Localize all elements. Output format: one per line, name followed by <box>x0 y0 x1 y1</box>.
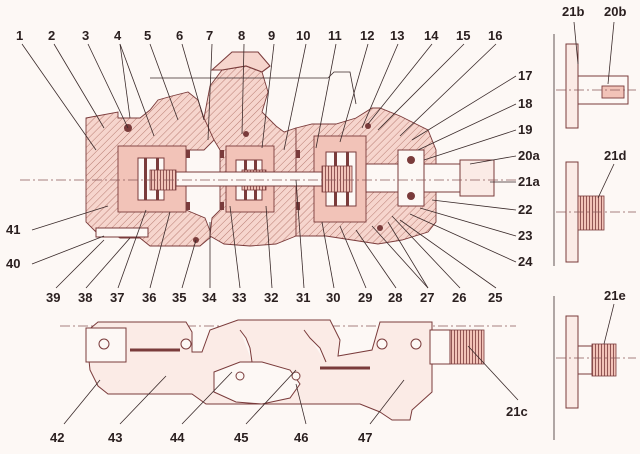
bottom-labels: 39 38 37 36 35 34 33 32 31 30 29 28 27 2… <box>46 290 466 305</box>
lower-port-flange <box>213 361 301 405</box>
label-10: 10 <box>296 28 310 43</box>
label-22: 22 <box>518 202 532 217</box>
label-45: 45 <box>234 430 248 445</box>
label-33: 33 <box>232 290 246 305</box>
label-6: 6 <box>176 28 183 43</box>
label-25: 25 <box>488 290 502 305</box>
shaft-variant-e-flange <box>565 315 579 409</box>
main-section-view <box>20 51 516 247</box>
top-outline <box>150 71 357 105</box>
key <box>459 159 495 197</box>
shaft-variant-e <box>591 343 617 377</box>
lower-spline-shaft <box>449 329 485 365</box>
label-42: 42 <box>50 430 64 445</box>
label-26: 26 <box>452 290 466 305</box>
label-21d: 21d <box>604 148 626 163</box>
label-7: 7 <box>206 28 213 43</box>
shaft-labels: 21b 20b 21d 21e <box>562 4 626 303</box>
left-labels: 41 40 <box>6 222 20 271</box>
top-labels: 1 2 3 4 5 6 7 8 9 10 11 12 13 14 15 16 <box>16 28 502 43</box>
label-47: 47 <box>358 430 372 445</box>
label-44: 44 <box>170 430 185 445</box>
leader-lines <box>21 21 615 425</box>
port-flange <box>210 51 271 73</box>
tie-bolt <box>95 227 149 238</box>
label-8: 8 <box>238 28 245 43</box>
label-15: 15 <box>456 28 470 43</box>
shaft-variant-d <box>577 195 605 231</box>
lower-view-labels: 42 43 44 45 46 47 21c <box>50 404 528 445</box>
label-20b: 20b <box>604 4 626 19</box>
label-21b: 21b <box>562 4 584 19</box>
shaft-variant-b-flange <box>565 43 579 129</box>
label-12: 12 <box>360 28 374 43</box>
rear-spline <box>321 165 353 193</box>
label-21a: 21a <box>518 174 540 189</box>
label-21e: 21e <box>604 288 626 303</box>
label-2: 2 <box>48 28 55 43</box>
label-11: 11 <box>328 28 342 43</box>
label-37: 37 <box>110 290 124 305</box>
label-5: 5 <box>144 28 151 43</box>
label-27: 27 <box>420 290 434 305</box>
drive-shaft <box>175 171 323 187</box>
label-46: 46 <box>294 430 308 445</box>
label-34: 34 <box>202 290 217 305</box>
label-19: 19 <box>518 122 532 137</box>
label-29: 29 <box>358 290 372 305</box>
right-labels: 17 18 19 20a 21a 22 23 24 25 <box>488 68 540 305</box>
label-31: 31 <box>296 290 310 305</box>
label-41: 41 <box>6 222 20 237</box>
label-9: 9 <box>268 28 275 43</box>
label-23: 23 <box>518 228 532 243</box>
label-38: 38 <box>78 290 92 305</box>
label-20a: 20a <box>518 148 540 163</box>
label-14: 14 <box>424 28 439 43</box>
label-18: 18 <box>518 96 532 111</box>
label-39: 39 <box>46 290 60 305</box>
label-21c: 21c <box>506 404 528 419</box>
label-40: 40 <box>6 256 20 271</box>
label-35: 35 <box>172 290 186 305</box>
label-1: 1 <box>16 28 23 43</box>
label-28: 28 <box>388 290 402 305</box>
label-32: 32 <box>264 290 278 305</box>
label-13: 13 <box>390 28 404 43</box>
lower-external-view <box>60 319 516 421</box>
label-30: 30 <box>326 290 340 305</box>
label-16: 16 <box>488 28 502 43</box>
label-24: 24 <box>518 254 533 269</box>
label-4: 4 <box>114 28 122 43</box>
label-3: 3 <box>82 28 89 43</box>
label-36: 36 <box>142 290 156 305</box>
label-43: 43 <box>108 430 122 445</box>
shaft-variants <box>553 34 636 440</box>
label-17: 17 <box>518 68 532 83</box>
